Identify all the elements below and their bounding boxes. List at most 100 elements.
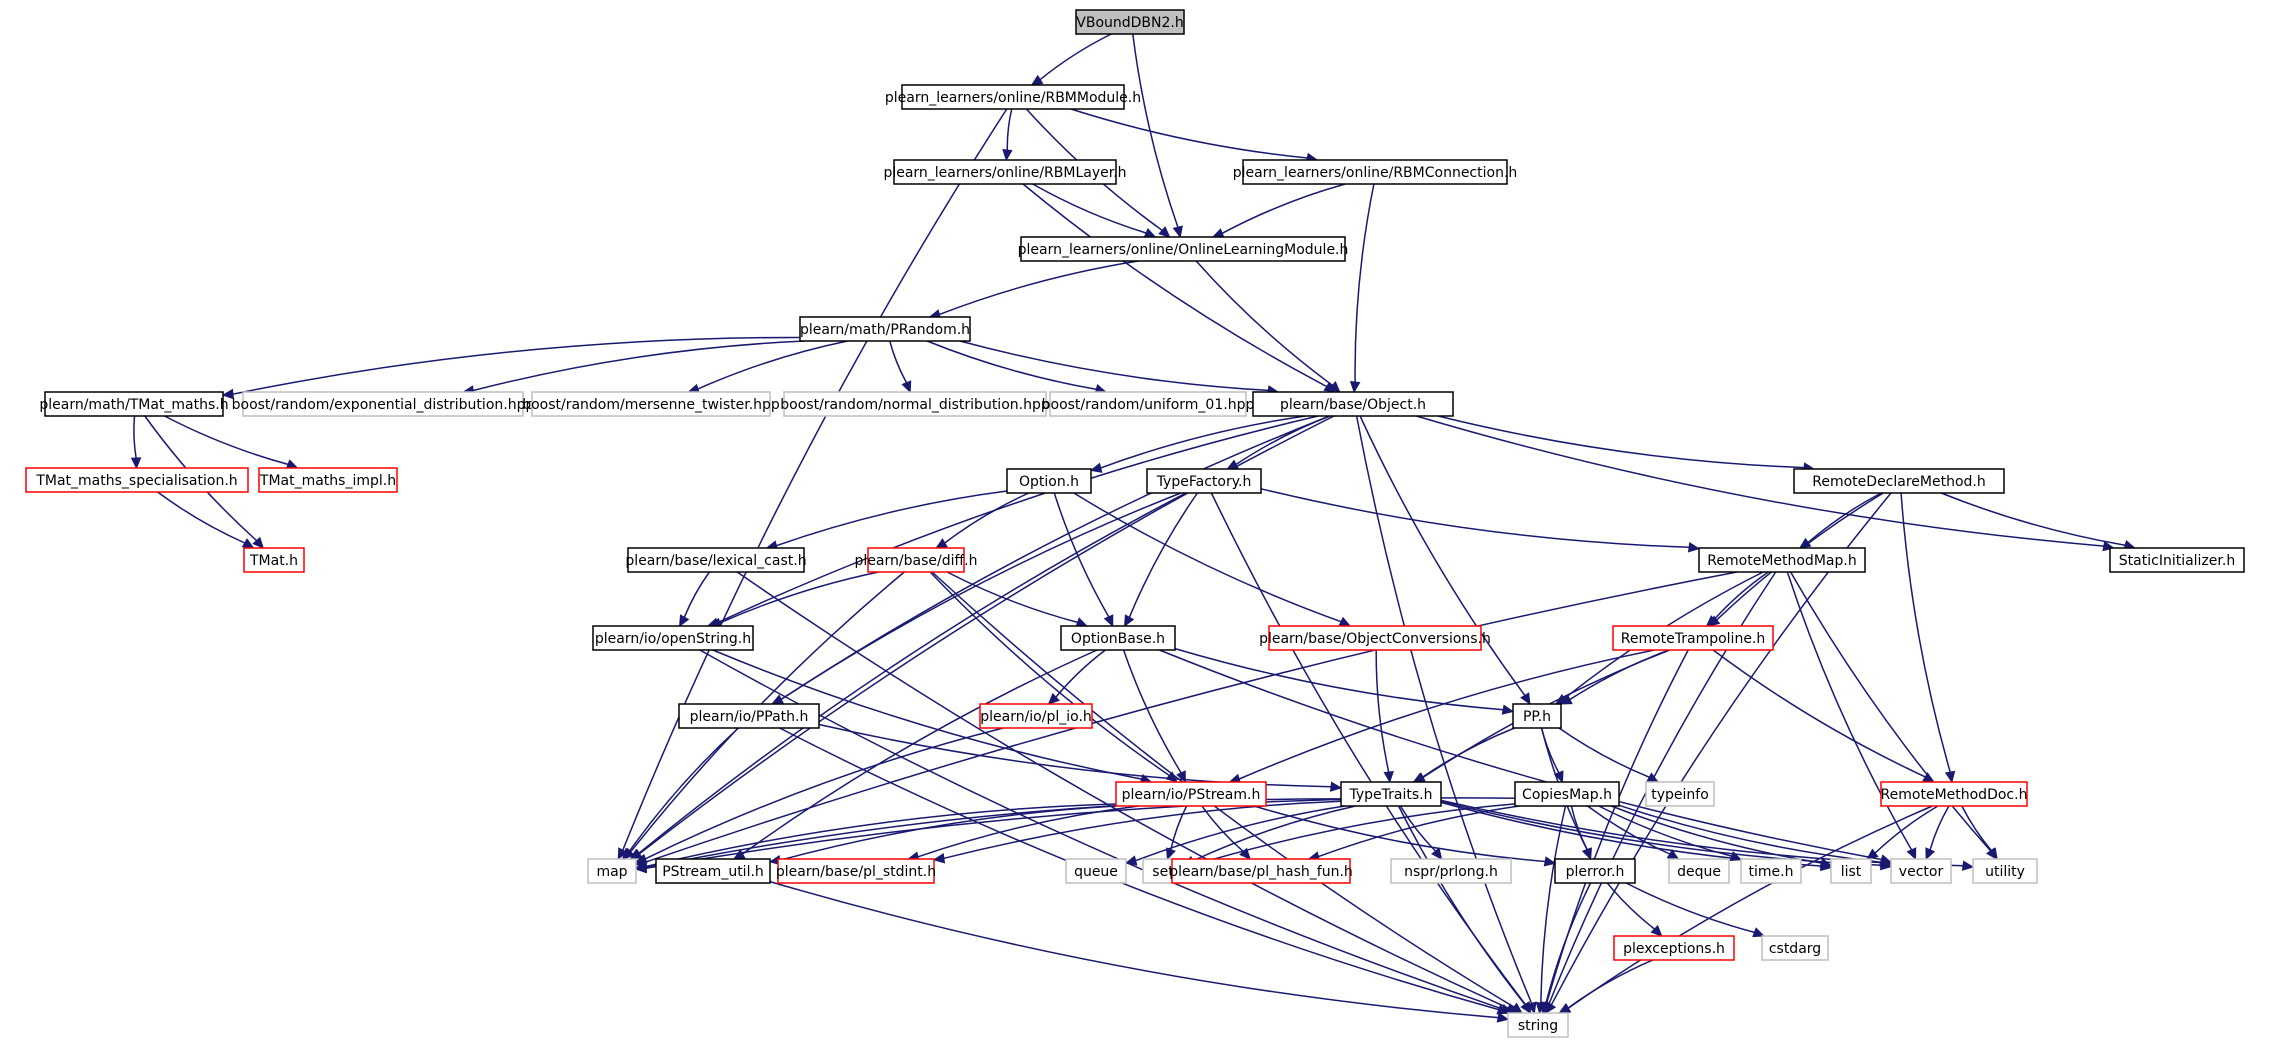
node-queue: queue — [1065, 858, 1127, 884]
node-box — [1006, 468, 1092, 494]
node-label: plearn/base/lexical_cast.h — [625, 553, 806, 569]
node-label: utility — [1985, 864, 2025, 880]
node-typetraits[interactable]: TypeTraits.h — [1340, 781, 1442, 807]
node-typefactory[interactable]: TypeFactory.h — [1146, 468, 1262, 494]
node-label: cstdarg — [1769, 941, 1821, 957]
edge-option-to-optionbase — [1053, 492, 1114, 628]
node-box — [627, 547, 805, 573]
edge-lexcast-to-openstring — [679, 571, 711, 628]
node-box — [1060, 625, 1176, 651]
node-label: StaticInitializer.h — [2119, 553, 2235, 569]
node-label: plerror.h — [1566, 864, 1625, 880]
node-optionbase[interactable]: OptionBase.h — [1060, 625, 1176, 651]
node-ppath[interactable]: plearn/io/PPath.h — [678, 703, 820, 729]
node-label: TypeFactory.h — [1156, 474, 1252, 490]
node-rbmconn[interactable]: plearn_learners/online/RBMConnection.h — [1233, 159, 1518, 185]
node-label: RemoteTrampoline.h — [1621, 631, 1766, 647]
nodes-layer: VBoundDBN2.h plearn_learners/online/RBMMo… — [25, 9, 2245, 1038]
node-label: PStream_util.h — [662, 864, 764, 880]
edge-typetraits-to-plstdint — [932, 800, 1342, 864]
node-diff[interactable]: plearn/base/diff.h — [855, 547, 978, 573]
node-plhash[interactable]: plearn/base/pl_hash_fun.h — [1169, 858, 1353, 884]
node-pstream[interactable]: plearn/io/PStream.h — [1115, 781, 1267, 807]
node-label: set — [1152, 864, 1174, 880]
node-remotemm[interactable]: RemoteMethodMap.h — [1698, 547, 1866, 573]
node-label: plearn/io/openString.h — [595, 631, 751, 647]
node-remotemdoc[interactable]: RemoteMethodDoc.h — [1880, 781, 2028, 807]
node-box — [678, 703, 820, 729]
node-pstreamutil[interactable]: PStream_util.h — [655, 858, 771, 884]
edge-prandom-to-tmatmaths — [221, 336, 801, 400]
edge-ppath-to-string — [779, 727, 1510, 1015]
node-uniform: boost/random/uniform_01.hpp — [1042, 391, 1254, 417]
node-lexcast[interactable]: plearn/base/lexical_cast.h — [625, 547, 807, 573]
node-plexceptions[interactable]: plexceptions.h — [1613, 935, 1735, 961]
node-label: plearn/io/PPath.h — [690, 709, 809, 725]
node-cstdarg: cstdarg — [1761, 935, 1829, 961]
node-plio[interactable]: plearn/io/pl_io.h — [979, 703, 1093, 729]
node-staticinit[interactable]: StaticInitializer.h — [2109, 547, 2245, 573]
node-vector: vector — [1890, 858, 1952, 884]
node-tmatspec[interactable]: TMat_maths_specialisation.h — [25, 467, 249, 493]
node-label: plearn_learners/online/RBMModule.h — [885, 90, 1141, 106]
node-prandom[interactable]: plearn/math/PRandom.h — [799, 316, 971, 342]
node-objconv[interactable]: plearn/base/ObjectConversions.h — [1259, 625, 1491, 651]
node-label: TMat_maths_impl.h — [259, 473, 396, 489]
node-utility: utility — [1972, 858, 2038, 884]
node-label: nspr/prlong.h — [1404, 864, 1498, 880]
edge-rbmconn-to-olm — [1211, 183, 1346, 239]
node-object[interactable]: plearn/base/Object.h — [1252, 391, 1454, 417]
node-label: boost/random/normal_distribution.hpp — [780, 397, 1050, 413]
node-tmatmaths[interactable]: plearn/math/TMat_maths.h — [39, 391, 229, 417]
node-box — [893, 159, 1117, 185]
node-label: plearn/io/PStream.h — [1122, 787, 1261, 803]
node-label: plearn/base/Object.h — [1280, 397, 1426, 413]
node-label: RemoteDeclareMethod.h — [1812, 474, 1985, 490]
node-label: vector — [1899, 864, 1944, 880]
node-vbound[interactable]: VBoundDBN2.h — [1075, 9, 1185, 35]
edge-copiesmap-to-string — [1535, 805, 1567, 1015]
node-box — [783, 391, 1047, 417]
node-label: deque — [1677, 864, 1721, 880]
edge-typetraits-to-string — [1397, 805, 1532, 1015]
node-box — [1390, 858, 1512, 884]
edge-copiesmap-to-vector — [1618, 804, 1893, 868]
node-typeinfo: typeinfo — [1645, 781, 1715, 807]
edge-remotedecl-to-staticinit — [1940, 492, 2136, 551]
node-box — [44, 391, 224, 417]
edge-rbmmodule-to-rbmconn — [1070, 108, 1319, 164]
edge-object-to-option — [1089, 415, 1306, 473]
node-copiesmap[interactable]: CopiesMap.h — [1514, 781, 1620, 807]
edge-remotemdoc-to-vector — [1925, 805, 1950, 861]
node-olm[interactable]: plearn_learners/online/OnlineLearningMod… — [1018, 236, 1349, 262]
edge-typefactory-to-ppath — [771, 492, 1182, 705]
node-rbmlayer[interactable]: plearn_learners/online/RBMLayer.h — [883, 159, 1127, 185]
node-tmatimpl[interactable]: TMat_maths_impl.h — [258, 467, 398, 493]
node-rbmmodule[interactable]: plearn_learners/online/RBMModule.h — [885, 84, 1141, 110]
edge-option-to-objconv — [1073, 492, 1352, 627]
edge-copiesmap-to-plerror — [1570, 805, 1592, 861]
node-tmat[interactable]: TMat.h — [243, 547, 305, 573]
node-box — [1880, 781, 2028, 807]
node-box — [531, 391, 771, 417]
edge-plerror-to-plexceptions — [1606, 882, 1663, 937]
node-remotedecl[interactable]: RemoteDeclareMethod.h — [1793, 468, 2005, 494]
edge-pstream-to-set — [1166, 805, 1188, 861]
edge-pstream-to-plerror — [1253, 805, 1557, 867]
node-label: plearn_learners/online/RBMConnection.h — [1233, 165, 1518, 181]
node-remotetramp[interactable]: RemoteTrampoline.h — [1612, 625, 1774, 651]
node-plstdint[interactable]: plearn/base/pl_stdint.h — [776, 858, 936, 884]
node-label: TypeTraits.h — [1349, 787, 1433, 803]
edge-plio-to-map — [634, 727, 1004, 864]
node-plerror[interactable]: plerror.h — [1554, 858, 1636, 884]
node-option[interactable]: Option.h — [1006, 468, 1092, 494]
node-label: plearn_learners/online/RBMLayer.h — [883, 165, 1126, 181]
node-label: PP.h — [1523, 709, 1551, 725]
node-mersenne: boost/random/mersenne_twister.hpp — [522, 391, 780, 417]
node-prlong: nspr/prlong.h — [1390, 858, 1512, 884]
node-box — [1115, 781, 1267, 807]
node-openstring[interactable]: plearn/io/openString.h — [592, 625, 754, 651]
node-pp[interactable]: PP.h — [1512, 703, 1562, 729]
edge-object-to-typefactory — [1226, 415, 1331, 470]
